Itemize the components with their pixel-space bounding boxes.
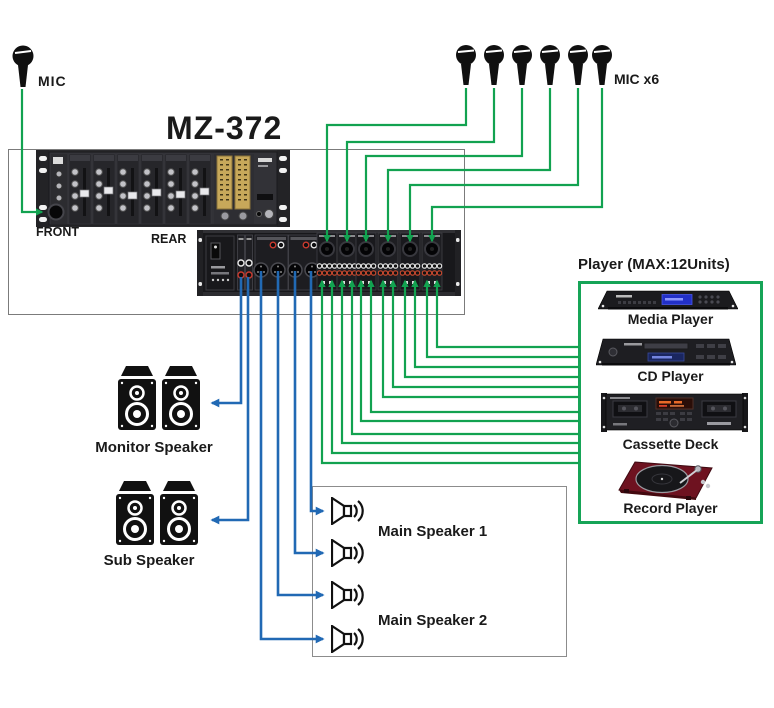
xlr-connector	[287, 262, 303, 278]
cassette-deck-image	[601, 393, 748, 432]
input-sections	[316, 232, 443, 291]
monitor-speaker-label: Monitor Speaker	[95, 439, 213, 456]
main-speaker-1-label: Main Speaker 1	[378, 523, 488, 540]
horn-speaker-icon	[331, 539, 364, 567]
mic-icon	[568, 45, 588, 85]
record-player-label: Record Player	[623, 500, 718, 516]
record-player-image	[618, 461, 713, 500]
speaker-cabinet-icon	[116, 481, 154, 545]
horn-speaker-icon	[331, 497, 364, 525]
xlr-connector	[253, 262, 269, 278]
xlr-connector	[270, 262, 286, 278]
mic-group-label: MIC x6	[614, 71, 660, 87]
media-player-label: Media Player	[627, 311, 714, 327]
front-mic-input-jack	[47, 203, 65, 221]
speaker-cabinet-icon	[162, 366, 200, 430]
cassette-deck-label: Cassette Deck	[622, 436, 719, 452]
vu-meters	[214, 154, 254, 224]
mic-icon	[484, 45, 504, 85]
microphone-icon	[12, 45, 34, 87]
player-rack-title: Player (MAX:12Units)	[578, 256, 730, 273]
main-speaker-2-label: Main Speaker 2	[378, 612, 488, 629]
front-label: FRONT	[36, 225, 80, 239]
mic-icon	[456, 45, 476, 85]
cd-player-label: CD Player	[637, 368, 704, 384]
media-player-image	[598, 290, 738, 310]
mic-icon	[512, 45, 532, 85]
mic-icon	[540, 45, 560, 85]
page-title: MZ-372	[166, 110, 283, 146]
cd-player-image	[596, 338, 736, 366]
speaker-cabinet-icon	[118, 366, 156, 430]
horn-speaker-icon	[331, 625, 364, 653]
sub-speaker-label: Sub Speaker	[103, 552, 195, 569]
mixer-rear-panel	[197, 230, 461, 296]
speaker-cabinet-icon	[160, 481, 198, 545]
main-outputs	[253, 234, 322, 291]
mic-icon	[592, 45, 612, 85]
rear-label: REAR	[151, 232, 187, 246]
horn-speaker-icon	[331, 581, 364, 609]
main-speaker-box	[312, 486, 567, 657]
mic-label: MIC	[38, 73, 67, 89]
mixer-front-panel	[36, 150, 290, 227]
